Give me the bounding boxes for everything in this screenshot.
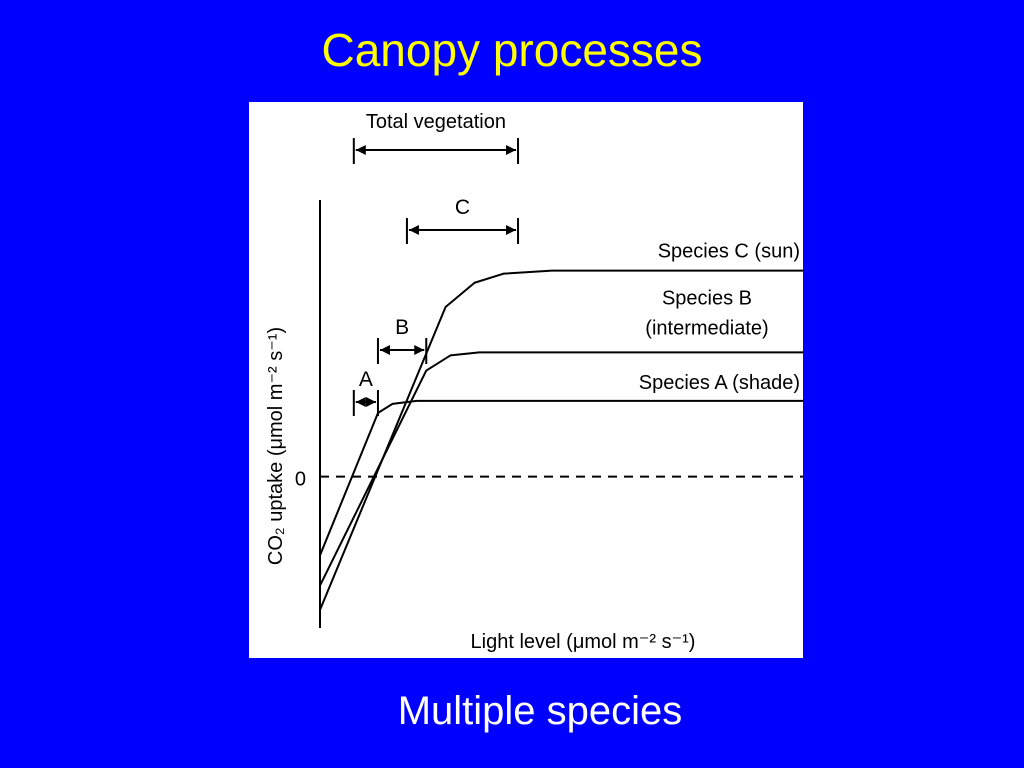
range-label-2: B <box>395 316 409 339</box>
series-label-b-qualifier: (intermediate) <box>645 317 768 339</box>
range-label-1: C <box>455 196 470 219</box>
series-label-c: Species C (sun) <box>658 241 800 263</box>
y-tick-label-0: 0 <box>295 469 306 491</box>
series-label-b: Species B <box>662 287 752 309</box>
chart-panel: 0 Species C (sun) Species B (intermediate) S… <box>249 102 803 658</box>
x-axis-label: Light level (μmol m⁻² s⁻¹) <box>471 631 696 653</box>
range-arrow-right-2 <box>414 345 425 355</box>
series-line-3 <box>319 399 803 557</box>
y-axis-label: CO₂ uptake (μmol m⁻² s⁻¹) <box>265 327 287 565</box>
slide-subtitle: Multiple species <box>397 689 683 733</box>
range-arrow-right-0 <box>506 145 517 155</box>
canopy-chart: 0 Species C (sun) Species B (intermediate) S… <box>265 111 803 653</box>
series-label-a: Species A (shade) <box>639 372 800 394</box>
range-arrow-right-3 <box>365 397 376 407</box>
range-arrow-right-1 <box>506 225 517 235</box>
range-arrow-left-3 <box>355 397 366 407</box>
range-arrow-left-1 <box>408 225 419 235</box>
range-arrow-left-0 <box>355 145 366 155</box>
slide-title: Canopy processes <box>321 24 703 76</box>
range-label-3: A <box>359 368 373 391</box>
range-arrow-left-2 <box>379 345 390 355</box>
series-line-1 <box>319 269 803 611</box>
range-label-0: Total vegetation <box>366 111 506 133</box>
series-line-2 <box>319 351 803 587</box>
